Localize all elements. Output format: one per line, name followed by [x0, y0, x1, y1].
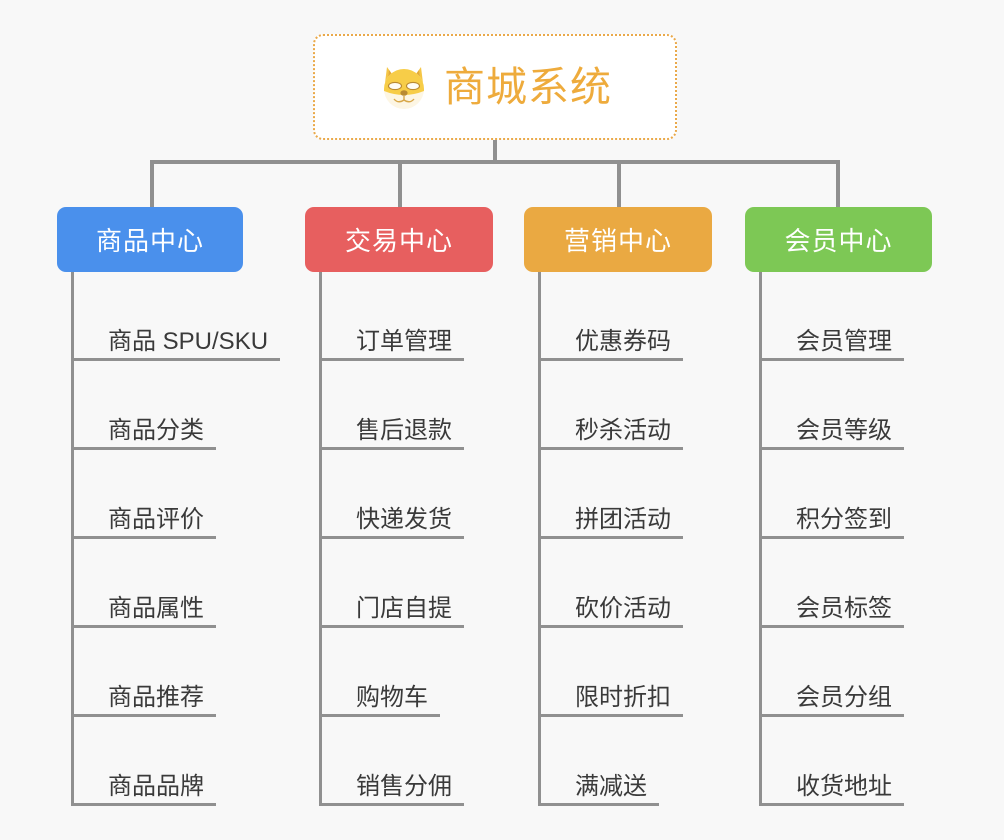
- connector-drop-2: [398, 160, 402, 207]
- leaf-item[interactable]: 商品分类: [74, 361, 280, 450]
- leaf-underline: [74, 714, 216, 717]
- leaf-label: 商品属性: [108, 595, 204, 622]
- branch-column-3: 营销中心 优惠券码 秒杀活动 拼团活动 砍价活动 限时折扣: [524, 207, 712, 806]
- leaf-underline: [74, 536, 216, 539]
- branch-column-2: 交易中心 订单管理 售后退款 快递发货 门店自提 购物车: [305, 207, 493, 806]
- leaf-underline: [322, 625, 464, 628]
- leaf-label: 订单管理: [356, 328, 452, 355]
- branch-header-3[interactable]: 营销中心: [524, 207, 712, 272]
- leaf-item[interactable]: 会员等级: [762, 361, 932, 450]
- dog-face-icon: [378, 61, 430, 113]
- leaf-underline: [322, 447, 464, 450]
- leaf-label: 商品评价: [108, 506, 204, 533]
- root-title: 商城系统: [444, 63, 612, 110]
- leaf-label: 商品分类: [108, 417, 204, 444]
- leaf-label: 销售分佣: [356, 773, 452, 800]
- leaf-underline: [541, 803, 659, 806]
- leaf-underline: [74, 803, 216, 806]
- leaf-underline: [541, 625, 683, 628]
- branch-header-4-label: 会员中心: [784, 226, 893, 256]
- leaf-label: 拼团活动: [575, 506, 671, 533]
- branch-1-leaf-list: 商品 SPU/SKU 商品分类 商品评价 商品属性 商品推荐 商品品牌: [71, 272, 280, 806]
- leaf-label: 秒杀活动: [575, 417, 671, 444]
- leaf-item[interactable]: 限时折扣: [541, 628, 712, 717]
- branch-header-2[interactable]: 交易中心: [305, 207, 493, 272]
- leaf-item[interactable]: 售后退款: [322, 361, 493, 450]
- leaf-underline: [322, 536, 464, 539]
- branch-3-leaf-list: 优惠券码 秒杀活动 拼团活动 砍价活动 限时折扣 满减送: [538, 272, 712, 806]
- leaf-item[interactable]: 快递发货: [322, 450, 493, 539]
- leaf-item[interactable]: 收货地址: [762, 717, 932, 806]
- leaf-label: 售后退款: [356, 417, 452, 444]
- root-node[interactable]: 商城系统: [313, 34, 677, 140]
- branch-4-leaf-list: 会员管理 会员等级 积分签到 会员标签 会员分组 收货地址: [759, 272, 932, 806]
- branch-header-4[interactable]: 会员中心: [745, 207, 932, 272]
- leaf-underline: [762, 714, 904, 717]
- leaf-item[interactable]: 商品评价: [74, 450, 280, 539]
- connector-root-stem: [493, 140, 497, 162]
- leaf-label: 优惠券码: [575, 328, 671, 355]
- connector-drop-4: [836, 160, 840, 207]
- leaf-item[interactable]: 销售分佣: [322, 717, 493, 806]
- leaf-underline: [541, 447, 683, 450]
- leaf-item[interactable]: 满减送: [541, 717, 712, 806]
- leaf-label: 积分签到: [796, 506, 892, 533]
- leaf-label: 收货地址: [796, 773, 892, 800]
- leaf-item[interactable]: 商品属性: [74, 539, 280, 628]
- leaf-label: 购物车: [356, 684, 428, 711]
- leaf-underline: [541, 714, 683, 717]
- leaf-item[interactable]: 购物车: [322, 628, 493, 717]
- leaf-label: 门店自提: [356, 595, 452, 622]
- connector-drop-1: [150, 160, 154, 207]
- branch-2-leaf-list: 订单管理 售后退款 快递发货 门店自提 购物车 销售分佣: [319, 272, 493, 806]
- leaf-underline: [541, 536, 683, 539]
- leaf-label: 商品品牌: [108, 773, 204, 800]
- leaf-underline: [322, 803, 464, 806]
- leaf-item[interactable]: 订单管理: [322, 272, 493, 361]
- branch-column-1: 商品中心 商品 SPU/SKU 商品分类 商品评价 商品属性 商品推荐: [57, 207, 280, 806]
- branch-column-4: 会员中心 会员管理 会员等级 积分签到 会员标签 会员分组: [745, 207, 932, 806]
- leaf-underline: [762, 625, 904, 628]
- connector-drop-3: [617, 160, 621, 207]
- leaf-item[interactable]: 商品品牌: [74, 717, 280, 806]
- leaf-underline: [762, 536, 904, 539]
- leaf-underline: [74, 625, 216, 628]
- leaf-item[interactable]: 秒杀活动: [541, 361, 712, 450]
- leaf-underline: [74, 358, 280, 361]
- leaf-label: 会员等级: [796, 417, 892, 444]
- leaf-underline: [322, 714, 440, 717]
- leaf-label: 会员分组: [796, 684, 892, 711]
- branch-header-1[interactable]: 商品中心: [57, 207, 243, 272]
- leaf-label: 商品推荐: [108, 684, 204, 711]
- branch-header-3-label: 营销中心: [563, 226, 672, 256]
- leaf-label: 会员管理: [796, 328, 892, 355]
- leaf-item[interactable]: 会员管理: [762, 272, 932, 361]
- branch-header-2-label: 交易中心: [344, 226, 453, 256]
- leaf-item[interactable]: 拼团活动: [541, 450, 712, 539]
- leaf-label: 会员标签: [796, 595, 892, 622]
- leaf-item[interactable]: 门店自提: [322, 539, 493, 628]
- leaf-item[interactable]: 砍价活动: [541, 539, 712, 628]
- leaf-label: 商品 SPU/SKU: [108, 328, 269, 355]
- leaf-label: 快递发货: [356, 506, 452, 533]
- leaf-underline: [762, 803, 904, 806]
- connector-horizontal-bus: [150, 160, 840, 164]
- branch-header-1-label: 商品中心: [95, 226, 204, 256]
- leaf-item[interactable]: 会员标签: [762, 539, 932, 628]
- leaf-item[interactable]: 会员分组: [762, 628, 932, 717]
- leaf-item[interactable]: 商品推荐: [74, 628, 280, 717]
- leaf-underline: [762, 358, 904, 361]
- leaf-label: 满减送: [575, 773, 647, 800]
- leaf-item[interactable]: 商品 SPU/SKU: [74, 272, 280, 361]
- leaf-label: 限时折扣: [575, 684, 671, 711]
- leaf-underline: [74, 447, 216, 450]
- leaf-underline: [541, 358, 683, 361]
- leaf-underline: [322, 358, 464, 361]
- leaf-underline: [762, 447, 904, 450]
- leaf-item[interactable]: 优惠券码: [541, 272, 712, 361]
- leaf-label: 砍价活动: [575, 595, 671, 622]
- leaf-item[interactable]: 积分签到: [762, 450, 932, 539]
